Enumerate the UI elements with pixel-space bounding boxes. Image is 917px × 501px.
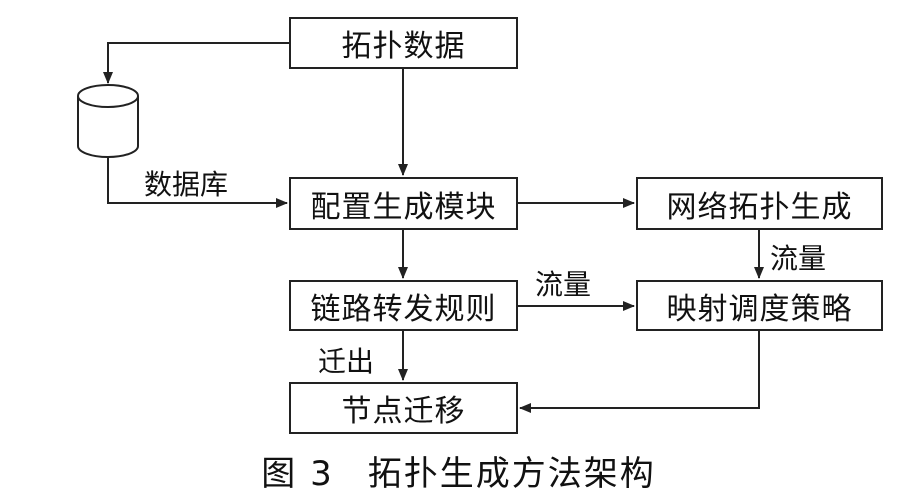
figure-number: 图 3 (261, 454, 334, 494)
node-topology-data: 拓扑数据 (289, 17, 518, 69)
database-cylinder-icon (77, 84, 139, 158)
node-node-migration: 节点迁移 (289, 382, 518, 434)
node-config-generation: 配置生成模块 (289, 177, 518, 230)
edge-mapping-to-migration (519, 331, 760, 413)
figure-caption: 图 3 拓扑生成方法架构 (0, 446, 917, 495)
figure-title: 拓扑生成方法架构 (367, 454, 656, 494)
label-database: 数据库 (144, 168, 229, 201)
node-mapping-strategy: 映射调度策略 (636, 280, 883, 331)
node-network-topology-generation: 网络拓扑生成 (636, 177, 883, 230)
label-migrate-out: 迁出 (318, 345, 375, 378)
edge-topology-to-database (103, 42, 289, 84)
label-traffic-link: 流量 (535, 268, 592, 301)
edge-database-to-config (107, 158, 288, 208)
node-link-forwarding-rules: 链路转发规则 (289, 280, 518, 331)
label-traffic-network: 流量 (770, 242, 827, 275)
